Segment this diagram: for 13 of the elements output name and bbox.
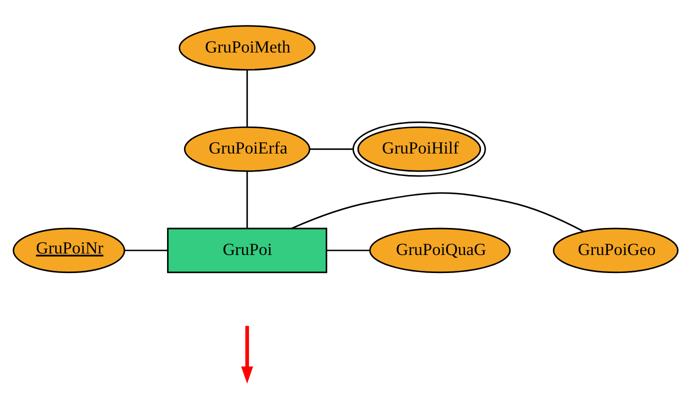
node-ellipse: GruPoiNr	[12, 228, 126, 274]
connector	[291, 192, 584, 232]
node-ellipse: GruPoiGeo	[552, 228, 679, 274]
node-ellipse: GruPoiMeth	[178, 25, 316, 71]
node-ellipse: GruPoiQuaG	[369, 228, 511, 274]
node-ellipse: GruPoiErfa	[184, 126, 310, 172]
connector	[310, 148, 354, 150]
node-box: GruPoi	[167, 228, 328, 274]
node-ellipse: GruPoiHilf	[352, 122, 486, 177]
connector	[246, 70, 248, 127]
connector	[124, 250, 168, 252]
connector	[246, 171, 248, 228]
connector	[326, 250, 370, 252]
